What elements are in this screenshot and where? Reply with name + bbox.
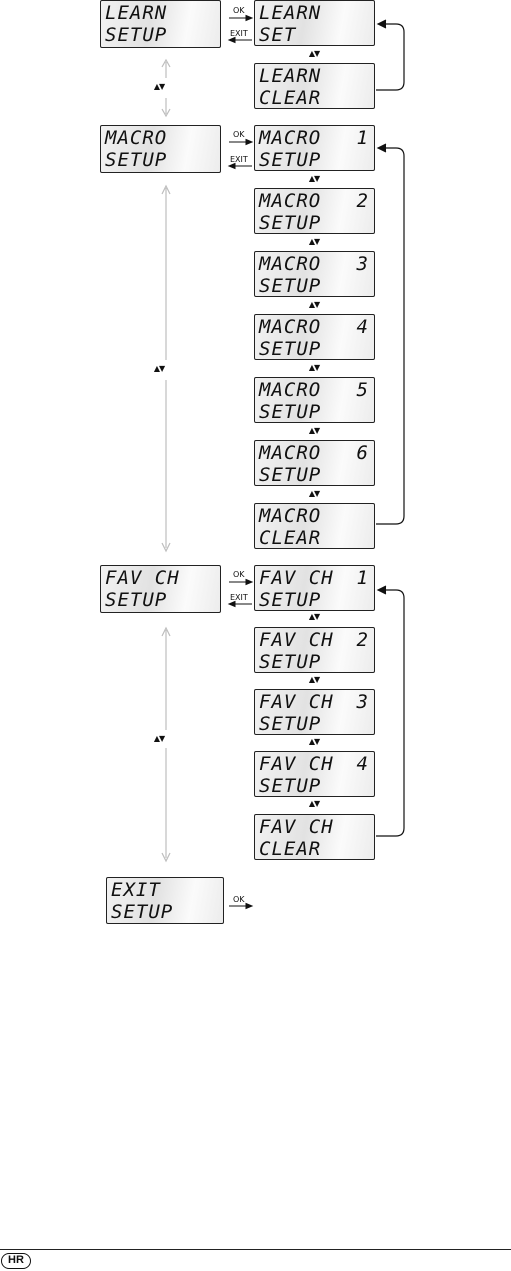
fav-loop [376, 589, 405, 837]
display-line-2: SETUP [259, 212, 322, 234]
macro-5-display: MACRO 5 SETUP [254, 377, 375, 423]
updown-arrows: ▲▼ [308, 799, 320, 808]
display-line-2: SET [259, 24, 297, 46]
macro-setup-display: MACRO SETUP [100, 125, 221, 173]
display-line-1: MACRO [259, 127, 322, 149]
updown-arrows: ▲▼ [153, 734, 165, 743]
display-line-1: MACRO [259, 253, 322, 275]
ok-key-label: OK [233, 570, 245, 579]
display-line-1: MACRO [259, 379, 322, 401]
display-line-2: SETUP [259, 713, 322, 735]
display-line-1: LEARN [105, 2, 168, 24]
updown-arrows: ▲▼ [308, 237, 320, 246]
fav-ch-1-display: FAV CH 1 SETUP [254, 565, 375, 611]
macro-number: 4 [356, 316, 368, 338]
updown-arrows: ▲▼ [308, 737, 320, 746]
macro-number: 1 [356, 127, 368, 149]
updown-arrows: ▲▼ [308, 675, 320, 684]
display-line-2: CLEAR [259, 87, 322, 109]
display-line-1: MACRO [105, 127, 168, 149]
updown-arrows: ▲▼ [308, 489, 320, 498]
display-line-1: MACRO [259, 190, 322, 212]
exit-setup-display: EXIT SETUP [106, 877, 224, 924]
display-line-2: SETUP [105, 149, 168, 171]
display-line-2: SETUP [259, 775, 322, 797]
macro-4-display: MACRO 4 SETUP [254, 314, 375, 360]
macro-number: 2 [356, 190, 368, 212]
updown-arrows: ▲▼ [153, 82, 165, 91]
channel-number: 4 [356, 753, 368, 775]
display-line-2: SETUP [259, 275, 322, 297]
fav-ch-setup-display: FAV CH SETUP [100, 565, 221, 613]
macro-number: 5 [356, 379, 368, 401]
display-line-2: SETUP [259, 651, 322, 673]
macro-loop [376, 147, 405, 525]
ok-key-label: OK [233, 130, 245, 139]
fav-ch-4-display: FAV CH 4 SETUP [254, 751, 375, 797]
display-line-1: MACRO [259, 316, 322, 338]
updown-arrows: ▲▼ [308, 49, 320, 58]
display-line-1: FAV CH [259, 816, 334, 838]
display-line-1: FAV CH [259, 629, 334, 651]
display-line-2: SETUP [259, 149, 322, 171]
display-line-1: EXIT [111, 879, 161, 901]
exit-key-label: EXIT [230, 29, 248, 38]
display-line-1: LEARN [259, 65, 322, 87]
macro-clear-display: MACRO CLEAR [254, 503, 375, 549]
display-line-1: FAV CH [259, 691, 334, 713]
updown-arrows: ▲▼ [308, 426, 320, 435]
display-line-2: SETUP [259, 464, 322, 486]
updown-arrows: ▲▼ [308, 363, 320, 372]
learn-loop [376, 23, 405, 91]
language-badge: HR [1, 1253, 31, 1269]
macro-2-display: MACRO 2 SETUP [254, 188, 375, 234]
exit-key-label: EXIT [230, 593, 248, 602]
footer-divider [0, 1249, 511, 1250]
display-line-2: SETUP [259, 401, 322, 423]
display-line-2: SETUP [111, 901, 174, 923]
learn-setup-display: LEARN SETUP [100, 0, 221, 48]
ok-key-label: OK [233, 6, 245, 15]
learn-clear-display: LEARN CLEAR [254, 63, 375, 109]
display-line-1: FAV CH [105, 567, 180, 589]
channel-number: 1 [356, 567, 368, 589]
fav-ch-clear-display: FAV CH CLEAR [254, 814, 375, 860]
display-line-1: MACRO [259, 505, 322, 527]
channel-number: 2 [356, 629, 368, 651]
updown-arrows: ▲▼ [308, 612, 320, 621]
fav-ch-2-display: FAV CH 2 SETUP [254, 627, 375, 673]
display-line-2: SETUP [259, 589, 322, 611]
display-line-1: MACRO [259, 442, 322, 464]
learn-set-display: LEARN SET [254, 0, 375, 46]
display-line-1: FAV CH [259, 753, 334, 775]
updown-arrows: ▲▼ [308, 174, 320, 183]
macro-3-display: MACRO 3 SETUP [254, 251, 375, 297]
macro-number: 6 [356, 442, 368, 464]
display-line-2: SETUP [105, 589, 168, 611]
display-line-1: FAV CH [259, 567, 334, 589]
updown-arrows: ▲▼ [308, 300, 320, 309]
channel-number: 3 [356, 691, 368, 713]
fav-ch-3-display: FAV CH 3 SETUP [254, 689, 375, 735]
updown-arrows: ▲▼ [153, 364, 165, 373]
macro-6-display: MACRO 6 SETUP [254, 440, 375, 486]
exit-key-label: EXIT [230, 155, 248, 164]
display-line-2: SETUP [105, 24, 168, 46]
display-line-2: CLEAR [259, 527, 322, 549]
display-line-1: LEARN [259, 2, 322, 24]
macro-number: 3 [356, 253, 368, 275]
display-line-2: CLEAR [259, 838, 322, 860]
macro-1-display: MACRO 1 SETUP [254, 125, 375, 171]
ok-key-label: OK [233, 895, 245, 904]
display-line-2: SETUP [259, 338, 322, 360]
